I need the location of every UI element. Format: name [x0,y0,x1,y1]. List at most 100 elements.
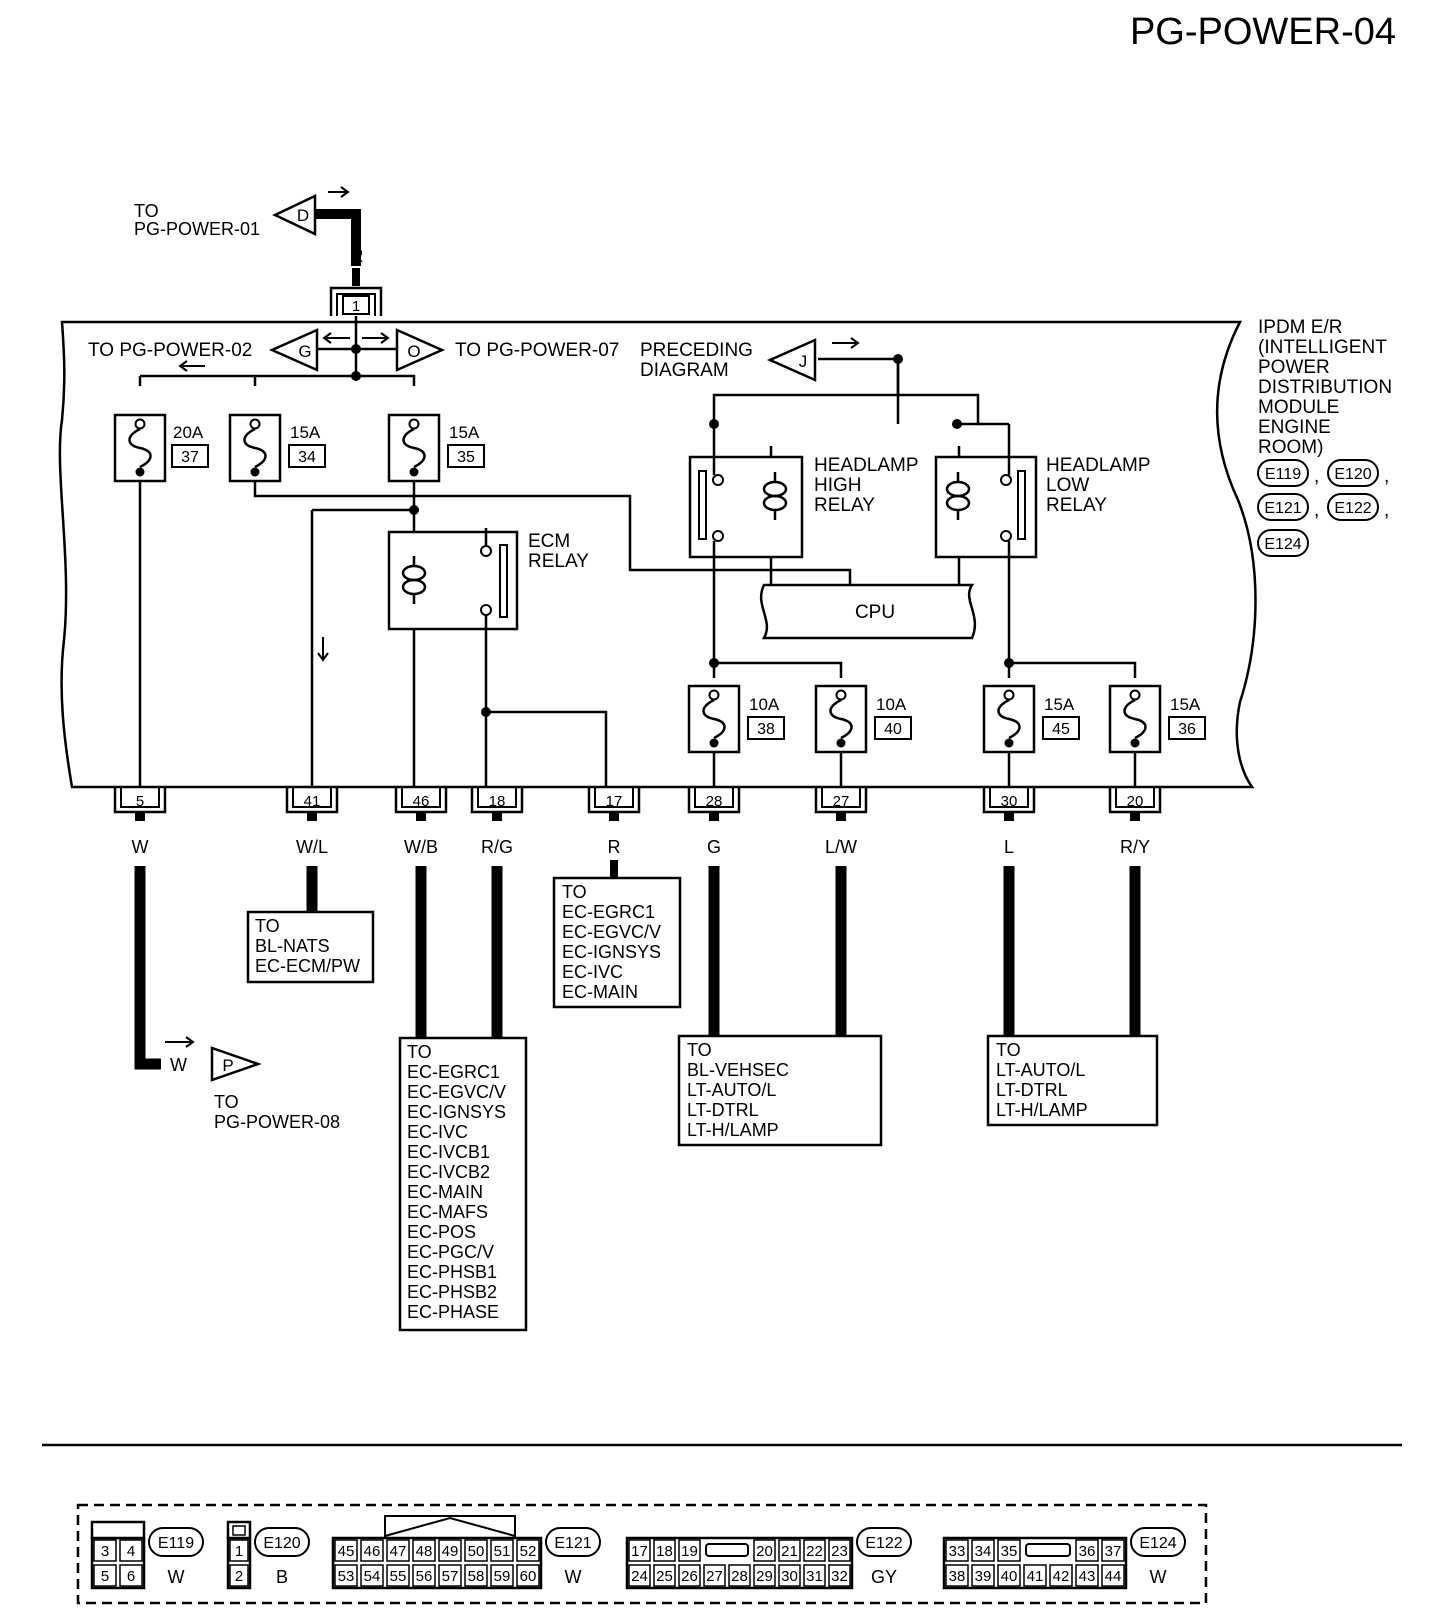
svg-text:W: W [170,1055,187,1075]
link-d-pg-power-01: TO PG-POWER-01 D R 1 [134,186,383,316]
junction-dots [351,344,1014,717]
fuse-40: 10A 40 [814,684,912,754]
destination-box-30-20: TO LT-AUTO/L LT-DTRL LT-H/LAMP [986,1034,1159,1127]
separator: , [1314,500,1319,521]
svg-text:1: 1 [352,298,360,315]
legend-pin: 48 [416,1543,433,1560]
fuse-35: 15A 35 [387,413,485,483]
svg-text:17: 17 [606,793,623,810]
legend-pin: 34 [975,1543,992,1560]
legend-pin: 58 [468,1568,485,1585]
terminal-18: 18 R/G [470,786,524,857]
terminal-20: 20 R/Y [1108,786,1162,857]
svg-text:27: 27 [833,793,850,810]
svg-text:20A: 20A [173,423,204,442]
link-g-pg-power-02: TO PG-POWER-02 G [88,328,319,372]
legend-pin: 50 [468,1543,485,1560]
legend-pin: 38 [949,1568,966,1585]
link-j-preceding-diagram: PRECEDING DIAGRAM J [640,338,817,382]
fuse-37: 20A 37 [113,413,209,483]
legend-pin: 59 [494,1568,511,1585]
destination-box-46-18: TO EC-EGRC1 EC-EGVC/V EC-IGNSYS EC-IVC E… [398,1036,528,1332]
legend-pin: 54 [364,1568,381,1585]
svg-text:R: R [351,246,364,266]
terminal-30: 30 L [982,786,1036,857]
svg-text:R: R [608,837,621,857]
power-bus-wiring [138,316,1137,787]
svg-text:35: 35 [457,449,475,466]
legend-pin: 51 [494,1543,511,1560]
legend-connector-color: GY [871,1567,897,1587]
svg-text:W: W [132,837,149,857]
legend-pin: 43 [1079,1568,1096,1585]
connector-ref-e119: E119 [1265,466,1301,483]
svg-text:DIAGRAM: DIAGRAM [640,360,729,381]
fuse-34: 15A 34 [228,413,326,483]
svg-text:38: 38 [757,721,775,738]
legend-pin: 52 [520,1543,537,1560]
harness-wires [134,860,1141,1070]
svg-text:P: P [222,1056,233,1075]
direction-arrows [165,332,860,1048]
legend-pin: 44 [1105,1568,1122,1585]
ecm-relay-label: ECM RELAY [528,531,589,572]
svg-text:5: 5 [136,793,144,810]
legend-connector-id: E122 [865,1535,902,1552]
legend-pin: 26 [681,1568,698,1585]
svg-text:PRECEDING: PRECEDING [640,340,753,361]
legend-pin: 57 [442,1568,459,1585]
svg-text:TO EC-EGRC1 EC-EGV: TO EC-EGRC1 EC-EGVC/V EC-IGNSYS EC-IVC E… [562,882,666,1002]
svg-text:28: 28 [706,793,723,810]
legend-pin: 56 [416,1568,433,1585]
legend-pin: 24 [631,1568,648,1585]
svg-text:R/Y: R/Y [1120,837,1150,857]
legend-pin: 30 [781,1568,798,1585]
legend-pin: 39 [975,1568,992,1585]
legend-pin: 25 [656,1568,673,1585]
ipdm-module-label: IPDM E/R (INTELLIGENT POWER DISTRIBUTION… [1258,317,1397,458]
svg-text:15A: 15A [290,423,321,442]
svg-text:W/L: W/L [296,837,328,857]
svg-text:20: 20 [1127,793,1144,810]
legend-connector-id: E120 [263,1535,300,1552]
svg-text:37: 37 [181,449,199,466]
svg-text:36: 36 [1178,721,1196,738]
svg-text:TO: TO [134,201,159,221]
legend-pin: 4 [127,1543,135,1560]
svg-text:J: J [799,352,808,371]
legend-pin: 40 [1001,1568,1018,1585]
svg-text:TO EC-EGRC1 EC-EGV: TO EC-EGRC1 EC-EGVC/V EC-IGNSYS EC-IVC E… [407,1042,511,1322]
svg-text:O: O [407,342,420,361]
svg-text:41: 41 [304,793,321,810]
fuse-45: 15A 45 [982,684,1080,754]
svg-text:L/W: L/W [825,837,857,857]
legend-pin: 35 [1001,1543,1018,1560]
legend-pin: 60 [520,1568,537,1585]
legend-pin: 28 [731,1568,748,1585]
destination-box-17: TO EC-EGRC1 EC-EGVC/V EC-IGNSYS EC-IVC E… [552,876,682,1009]
svg-text:46: 46 [413,793,430,810]
legend-pin: 31 [806,1568,823,1585]
svg-text:TO PG-POWER-07: TO PG-POWER-07 [455,340,619,361]
separator: , [1384,466,1389,487]
legend-connector-id: E121 [554,1535,591,1552]
svg-text:W/B: W/B [404,837,438,857]
terminal-46: 46 W/B [394,786,448,857]
svg-text:10A: 10A [749,695,780,714]
svg-text:30: 30 [1001,793,1018,810]
destination-box-41: TO BL-NATS EC-ECM/PW [246,910,375,984]
connector-legend-frame [76,1503,1208,1605]
connector-ref-e121: E121 [1264,500,1301,517]
svg-text:PG-POWER-01: PG-POWER-01 [134,219,260,239]
svg-text:TO PG-POWER-02: TO PG-POWER-02 [88,340,252,361]
svg-text:40: 40 [884,721,902,738]
legend-pin: 41 [1027,1568,1044,1585]
legend-pin: 19 [681,1543,698,1560]
legend-pin: 20 [756,1543,773,1560]
legend-pin: 1 [235,1543,243,1560]
ecm-relay: ECM RELAY [387,530,589,631]
